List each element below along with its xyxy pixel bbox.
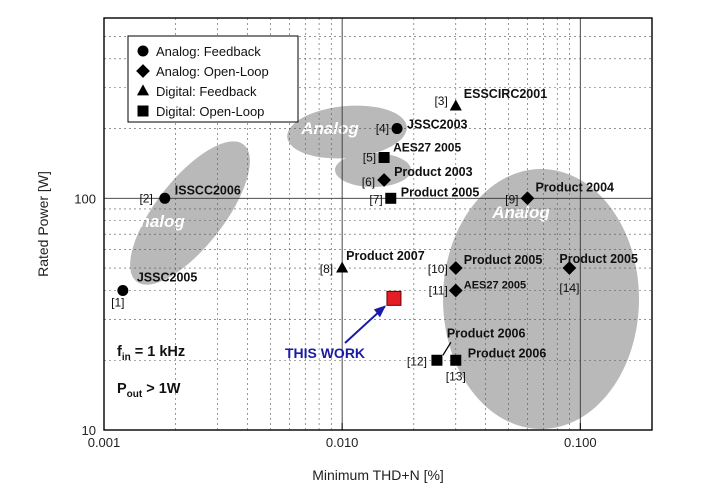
- point-1-0: [377, 173, 391, 187]
- x-tick-label: 0.001: [88, 435, 121, 450]
- point-label-3-0: AES27 2005: [393, 140, 461, 154]
- annotation-fin: fin = 1 kHz: [117, 344, 185, 363]
- point-label-3-2: Product 2006: [447, 326, 526, 340]
- point-3-0: [378, 151, 390, 163]
- annotation-pout: Pout > 1W: [117, 381, 181, 400]
- point-label-1-3: AES27 2005: [464, 280, 526, 292]
- y-tick-label: 100: [74, 191, 96, 206]
- points-layer: JSSC2005 [1] ISSCC2006 [2] JSSC2003 [4] Produc…: [111, 87, 638, 383]
- point-ref-1-0: [6]: [362, 175, 375, 189]
- legend-marker-3: [137, 105, 149, 117]
- legend-entry-3: Digital: Open-Loop: [156, 104, 264, 119]
- x-tick-label: 0.100: [564, 435, 597, 450]
- point-label-1-4: Product 2005: [559, 252, 638, 266]
- point-ref-0-2: [4]: [376, 122, 389, 136]
- legend-marker-2: [136, 84, 150, 96]
- point-3-3: [450, 354, 462, 366]
- point-1-2: [448, 261, 463, 275]
- point-1-1: [520, 191, 535, 206]
- point-label-0-2: JSSC2003: [407, 118, 468, 132]
- legend-entry-1: Analog: Open-Loop: [156, 64, 269, 79]
- point-ref-1-1: [9]: [505, 192, 518, 206]
- point-2-0: [449, 99, 462, 111]
- point-label-0-1: ISSCC2006: [175, 183, 241, 197]
- point-1-3: [448, 283, 463, 298]
- region-label-1: Analog: [126, 212, 185, 231]
- point-ref-3-0: [5]: [363, 150, 376, 164]
- point-label-2-1: Product 2007: [346, 249, 425, 263]
- legend-marker-1: [136, 64, 150, 78]
- y-axis-label: Rated Power [W]: [35, 171, 51, 277]
- legend-entry-0: Analog: Feedback: [156, 44, 261, 59]
- plot-frame: [103, 17, 653, 431]
- point-label-2-0: ESSCIRC2001: [464, 87, 547, 101]
- y-tick-label: 10: [82, 423, 96, 438]
- region-2: [287, 105, 407, 159]
- region-2-part: [335, 153, 411, 187]
- point-ref-0-0: [1]: [111, 296, 124, 310]
- legend-box: [127, 35, 299, 123]
- point-ref-1-3: [11]: [429, 284, 448, 298]
- point-3-1: [385, 192, 397, 204]
- point-label-3-1: Product 2005: [401, 185, 480, 199]
- point-label-1-2: Product 2005: [464, 253, 543, 267]
- point-ref-2-0: [3]: [434, 94, 447, 108]
- point-0-2: [391, 123, 403, 135]
- ticks-layer: 0.001 0.010 0.100 10 100: [74, 191, 596, 450]
- point-ref-3-2: [12]: [407, 354, 427, 368]
- point-label-0-0: JSSC2005: [137, 271, 198, 285]
- point-3-2: [431, 354, 443, 366]
- region-label-3: Analog: [491, 203, 550, 222]
- grid-layer: [104, 17, 653, 430]
- point-1-4: [562, 261, 577, 275]
- this-work-marker: [386, 290, 402, 306]
- x-axis-label: Minimum THD+N [%]: [312, 467, 444, 483]
- legend-marker-0: [137, 45, 149, 57]
- point-ref-0-1: [2]: [139, 191, 152, 205]
- legend-entry-2: Digital: Feedback: [156, 84, 257, 99]
- point-ref-1-4: [14]: [559, 281, 579, 295]
- this-work-arrowhead: [373, 305, 386, 318]
- point-ref-3-3: [13]: [446, 369, 466, 383]
- point-label-3-3: Product 2006: [468, 346, 547, 360]
- point-0-1: [159, 192, 171, 204]
- point-label-1-1: Product 2004: [535, 180, 614, 194]
- point-0-0: [117, 285, 129, 297]
- x-tick-label: 0.010: [326, 435, 359, 450]
- point-2-1: [336, 261, 349, 273]
- point-ref-1-2: [10]: [428, 262, 448, 276]
- this-work-label: THIS WORK: [285, 345, 365, 361]
- point-ref-3-1: [7]: [369, 192, 382, 206]
- point-ref-2-1: [8]: [320, 262, 333, 276]
- point-label-1-0: Product 2003: [394, 165, 473, 179]
- leader-line: [442, 341, 452, 356]
- region-1: [130, 141, 250, 285]
